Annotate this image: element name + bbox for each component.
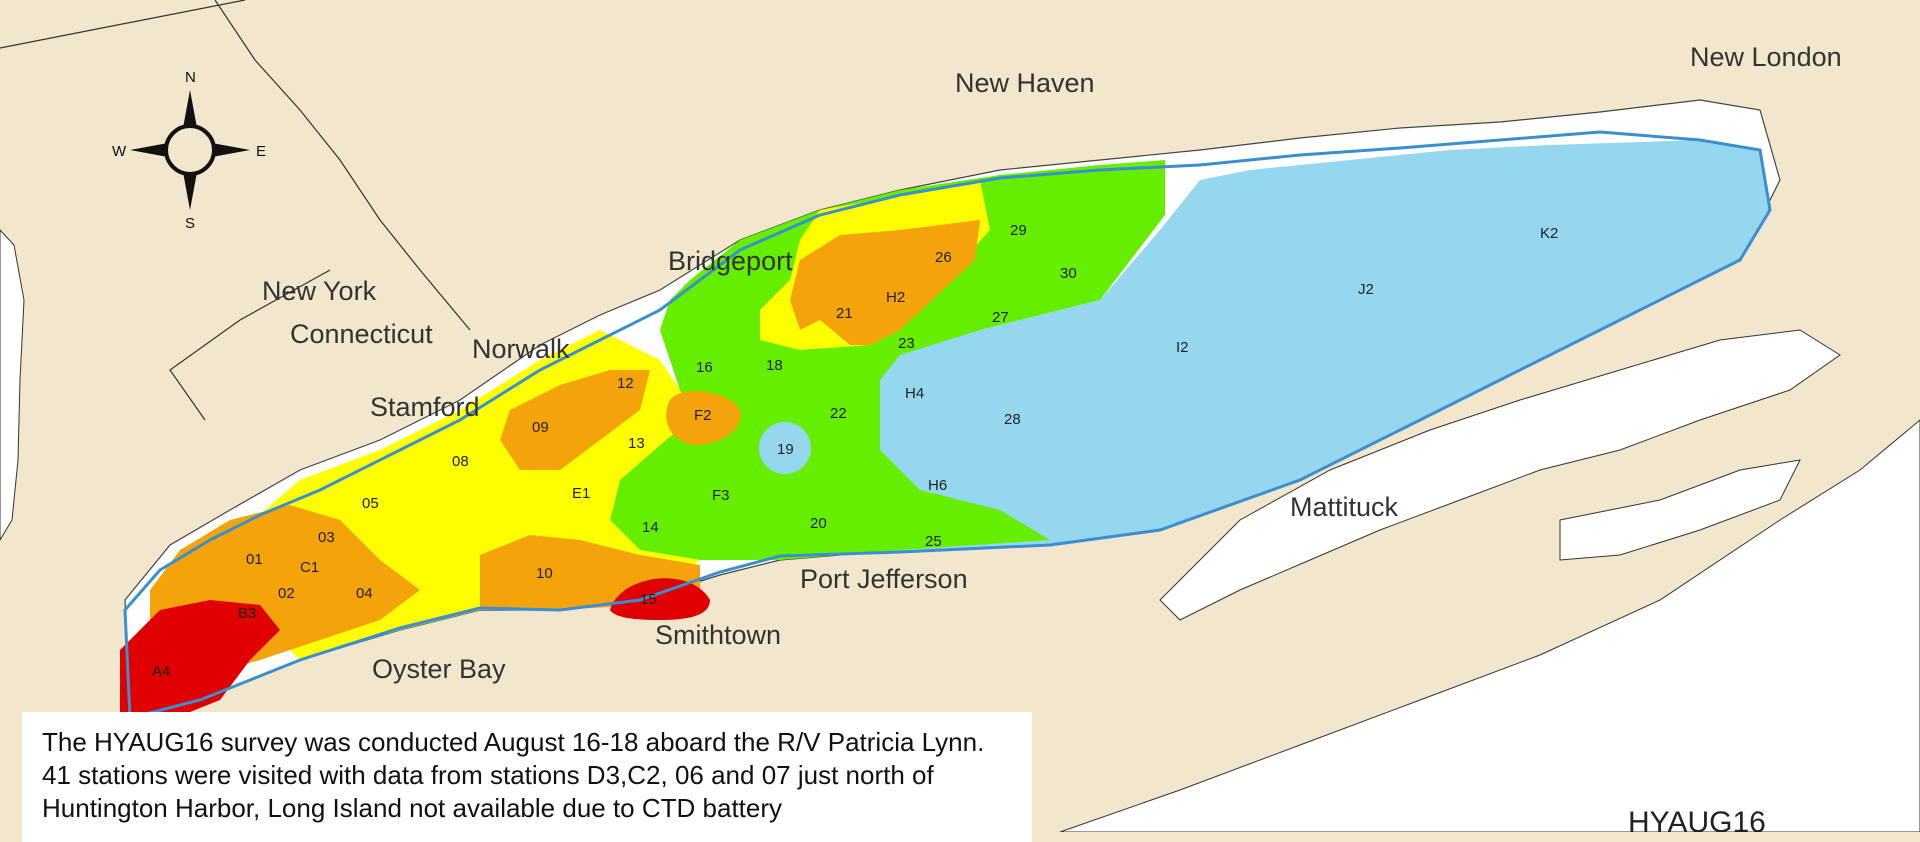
station-label: H6 — [928, 477, 947, 494]
station-label: 27 — [992, 309, 1009, 326]
station-label: 18 — [766, 357, 783, 374]
station-label: 13 — [628, 435, 645, 452]
station-label: 23 — [898, 335, 915, 352]
station-label: 02 — [278, 585, 295, 602]
station-label: A4 — [152, 663, 170, 680]
place-mattituck: Mattituck — [1290, 492, 1399, 522]
compass-e: E — [256, 143, 266, 160]
compass-arrow-north — [183, 90, 197, 128]
survey-note: The HYAUG16 survey was conducted August … — [22, 712, 1032, 842]
place-stamford: Stamford — [370, 392, 480, 422]
station-label: K2 — [1540, 225, 1558, 242]
state-boundary-ny-ct — [214, 0, 471, 331]
station-label: B3 — [238, 605, 256, 622]
station-label: 28 — [1004, 411, 1021, 428]
station-label: 29 — [1010, 222, 1027, 239]
west-river — [0, 229, 25, 541]
station-label: 03 — [318, 529, 335, 546]
place-new-york: New York — [262, 276, 377, 306]
place-smithtown: Smithtown — [655, 620, 781, 650]
zone-orange-north — [790, 220, 980, 345]
place-bridgeport: Bridgeport — [668, 246, 793, 276]
survey-note-text: The HYAUG16 survey was conducted August … — [42, 727, 985, 823]
zone-orange-09 — [500, 370, 650, 470]
zone-orange-f2 — [666, 391, 741, 445]
station-label: I2 — [1176, 339, 1189, 356]
compass-arrow-east — [212, 143, 250, 157]
zone-blue-19 — [759, 422, 811, 474]
station-label: 01 — [246, 551, 263, 568]
station-label: 22 — [830, 405, 847, 422]
south-fork-water — [1559, 459, 1801, 561]
station-label: 04 — [356, 585, 373, 602]
station-label: E1 — [572, 485, 590, 502]
station-label: 14 — [642, 519, 659, 536]
compass-arrow-south — [183, 172, 197, 210]
compass-rose: N S E W — [112, 69, 266, 232]
station-label: 20 — [810, 515, 827, 532]
sound-boundary — [123, 130, 1772, 720]
station-label: H2 — [886, 289, 905, 306]
zone-red-west — [120, 600, 280, 740]
state-boundary — [0, 0, 246, 49]
station-label: C1 — [300, 559, 319, 576]
zone-blue — [740, 140, 1770, 552]
station-label: 08 — [452, 453, 469, 470]
place-port-jefferson: Port Jefferson — [800, 564, 968, 594]
station-labels: 29 26 30 H2 21 27 23 K2 J2 I2 16 18 12 F… — [152, 222, 1558, 680]
station-label: F3 — [712, 487, 730, 504]
zone-red-15 — [610, 578, 710, 620]
station-label: J2 — [1358, 281, 1374, 298]
compass-arrow-west — [130, 143, 168, 157]
compass-w: W — [112, 143, 127, 160]
station-label: 16 — [696, 359, 713, 376]
station-label: 12 — [617, 375, 634, 392]
place-connecticut: Connecticut — [290, 319, 433, 349]
station-label: 10 — [536, 565, 553, 582]
station-label: H4 — [905, 385, 924, 402]
station-label: 21 — [836, 305, 853, 322]
compass-s: S — [185, 215, 195, 232]
place-norwalk: Norwalk — [472, 334, 570, 364]
survey-label: HYAUG16 — [1628, 806, 1766, 832]
compass-n: N — [185, 69, 196, 86]
station-label: 26 — [935, 249, 952, 266]
station-label: 09 — [532, 419, 549, 436]
place-new-london: New London — [1690, 42, 1842, 72]
station-label: 25 — [925, 533, 942, 550]
place-new-haven: New Haven — [955, 68, 1095, 98]
atlantic-water — [1059, 419, 1920, 832]
place-oyster-bay: Oyster Bay — [372, 654, 506, 684]
station-label: 15 — [640, 591, 657, 608]
zone-green — [610, 160, 1165, 560]
station-label: 30 — [1060, 265, 1077, 282]
peconic-bay — [1159, 329, 1841, 621]
place-labels: New London New Haven Bridgeport New York… — [262, 42, 1842, 684]
station-label: F2 — [694, 407, 712, 424]
state-boundary-ny-ct-south — [169, 269, 331, 421]
station-label: 05 — [362, 495, 379, 512]
station-label: 19 — [777, 441, 794, 458]
